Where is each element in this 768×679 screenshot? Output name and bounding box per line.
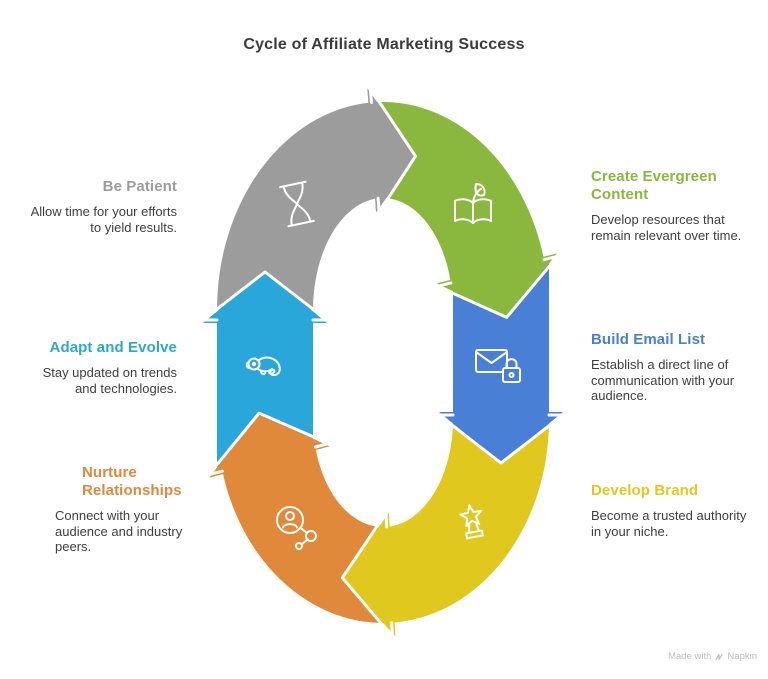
step-text-build-email-list: Build Email List Establish a direct line… (591, 331, 756, 404)
step-label: Build Email List (591, 331, 706, 348)
segment-create-evergreen-content (371, 101, 557, 318)
napkin-logo-icon (715, 653, 724, 660)
step-label: Create Evergreen Content (591, 168, 717, 203)
step-text-nurture-relationships: Nurture Relationships Connect with your … (55, 464, 205, 555)
step-description: Become a trusted authority in your niche… (591, 508, 747, 539)
step-description: Connect with your audience and industry … (55, 508, 183, 554)
step-description: Establish a direct line of communication… (591, 357, 735, 403)
watermark: Made with Napkin (668, 651, 757, 662)
step-text-create-evergreen-content: Create Evergreen Content Develop resourc… (591, 168, 756, 243)
step-label: Adapt and Evolve (49, 339, 177, 356)
email-lock-icon (475, 349, 521, 383)
step-label: Nurture Relationships (82, 464, 182, 499)
chameleon-icon (245, 356, 281, 376)
segment-build-email-list (439, 258, 563, 463)
people-network-icon (276, 506, 317, 550)
trophy-star-icon (459, 504, 484, 540)
step-description: Develop resources that remain relevant o… (591, 212, 742, 243)
step-description: Allow time for your efforts to yield res… (30, 204, 177, 235)
step-description: Stay updated on trends and technologies. (42, 365, 177, 396)
step-text-be-patient: Be Patient Allow time for your efforts t… (30, 178, 177, 235)
segment-be-patient (217, 88, 416, 310)
step-label: Develop Brand (591, 482, 699, 499)
segment-develop-brand (342, 415, 549, 637)
step-text-adapt-and-evolve: Adapt and Evolve Stay updated on trends … (30, 339, 177, 396)
step-label: Be Patient (102, 178, 177, 195)
step-text-develop-brand: Develop Brand Become a trusted authority… (591, 482, 756, 539)
book-leaf-icon (454, 183, 492, 224)
watermark-brand: Napkin (727, 651, 757, 662)
arrowhead-be-patient (367, 88, 416, 213)
hourglass-icon (279, 180, 315, 228)
watermark-prefix: Made with (668, 651, 712, 662)
arrowhead-outlines (201, 87, 565, 639)
page-title: Cycle of Affiliate Marketing Success (243, 36, 525, 53)
